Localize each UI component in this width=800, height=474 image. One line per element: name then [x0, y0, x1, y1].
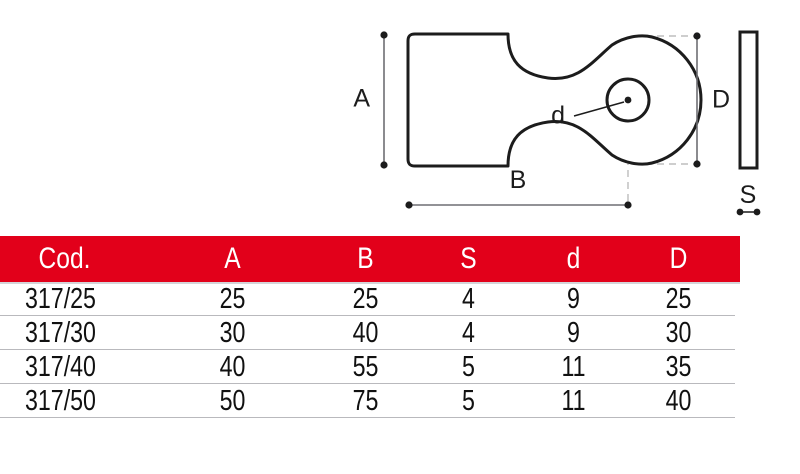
- dimension-a-dot-bottom: [380, 161, 388, 169]
- dimension-b-dot-left: [405, 201, 413, 209]
- table-cell-dd: 25: [665, 283, 692, 315]
- dimension-s-dot-right: [753, 208, 761, 216]
- table-cell-s: 4: [462, 317, 475, 349]
- table-row-separator: [0, 315, 735, 316]
- table-cell-b: 75: [352, 385, 379, 417]
- dimension-s-dot-left: [736, 208, 744, 216]
- table-cell-cod: 317/50: [25, 385, 96, 417]
- table-cell-s: 5: [462, 385, 475, 417]
- table-cell-b: 25: [352, 283, 379, 315]
- table-cell-b: 40: [352, 317, 379, 349]
- hole-centre-dot: [624, 96, 632, 104]
- dimension-label-d-major: D: [712, 86, 730, 114]
- table-cell-b: 55: [352, 351, 379, 383]
- table-row-separator: [0, 349, 735, 350]
- table-cell-a: 30: [219, 317, 246, 349]
- table-header-underline: [0, 282, 740, 284]
- dimension-a-dot-top: [380, 31, 388, 39]
- table-row-separator: [0, 383, 735, 384]
- dimension-label-s: S: [740, 181, 757, 209]
- dimension-label-b: B: [510, 166, 527, 194]
- table-row[interactable]: 317/30 30 40 4 9 30: [0, 316, 800, 350]
- table-cell-s: 4: [462, 283, 475, 315]
- table-cell-s: 5: [462, 351, 475, 383]
- table-cell-dd: 35: [665, 351, 692, 383]
- table-cell-a: 40: [219, 351, 246, 383]
- table-cell-d: 9: [567, 283, 580, 315]
- table-cell-dd: 30: [665, 317, 692, 349]
- table-row[interactable]: 317/25 25 25 4 9 25: [0, 282, 800, 316]
- dimension-d-dot-top: [693, 32, 701, 40]
- table-row-separator: [0, 417, 735, 418]
- dimension-d-major: D: [693, 32, 730, 168]
- dimension-a: A: [353, 31, 388, 169]
- table-cell-a: 25: [219, 283, 246, 315]
- dimension-d-dot-bottom: [693, 160, 701, 168]
- table-header-cell-b: B: [357, 242, 374, 275]
- table-header-cell-dd: D: [669, 242, 688, 275]
- table-row[interactable]: 317/50 50 75 5 11 40: [0, 384, 800, 418]
- dimension-label-a: A: [353, 85, 370, 113]
- dimension-b-dot-right: [624, 201, 632, 209]
- drawing-canvas: d A B D: [353, 30, 761, 216]
- d-leader-line: [573, 101, 625, 117]
- table-header-cell-a: A: [224, 242, 241, 275]
- technical-drawing: d A B D: [0, 0, 800, 232]
- dimension-b: B: [405, 166, 632, 209]
- table-header-cell-d: d: [566, 242, 581, 275]
- side-view-rect: [738, 30, 759, 170]
- table-cell-cod: 317/25: [25, 283, 96, 315]
- plate-outline: [406, 32, 703, 168]
- table-cell-d: 11: [561, 385, 586, 417]
- table-cell-a: 50: [219, 385, 246, 417]
- side-view-group: S: [736, 30, 761, 216]
- table-cell-d: 9: [567, 317, 580, 349]
- dimension-label-d: d: [551, 102, 565, 130]
- table-cell-cod: 317/30: [25, 317, 96, 349]
- table-header-cell-cod: Cod.: [38, 242, 91, 275]
- table-cell-cod: 317/40: [25, 351, 96, 383]
- table-cell-d: 11: [561, 351, 586, 383]
- table-header-cell-s: S: [460, 242, 477, 275]
- table-cell-dd: 40: [665, 385, 692, 417]
